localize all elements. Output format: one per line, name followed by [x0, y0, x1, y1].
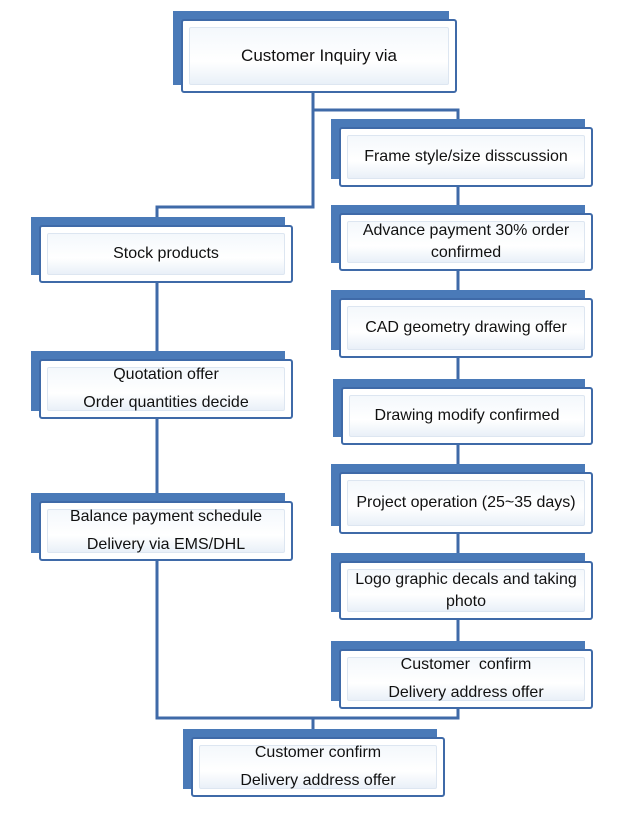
node-stock-products: Stock products [31, 217, 293, 283]
node-confirm-right-line2: Delivery address offer [388, 684, 544, 701]
node-balance-payment: Balance payment schedule Delivery via EM… [31, 493, 293, 561]
node-logo-graphic: Logo graphic decals and taking photo [331, 553, 593, 620]
node-stock-products-label: Stock products [113, 245, 219, 262]
node-advance-line1: Advance payment 30% order [362, 222, 570, 239]
node-quotation-line2: Order quantities decide [83, 394, 249, 411]
node-cad-drawing: CAD geometry drawing offer [331, 290, 593, 358]
node-project-operation: Project operation (25~35 days) [331, 464, 593, 534]
node-advance-payment: Advance payment 30% order confirmed [331, 205, 593, 271]
connector-confirm-final [313, 708, 460, 720]
node-quotation-line1: Quotation offer [113, 366, 219, 383]
node-quotation-offer: Quotation offer Order quantities decide [31, 351, 293, 419]
node-confirm-right-line1: Customer confirm [400, 656, 532, 673]
connector-balance-final [155, 558, 315, 730]
node-logo-line1: Logo graphic decals and taking [355, 570, 577, 588]
node-customer-confirm-final: Customer confirm Delivery address offer [183, 729, 445, 797]
node-project-operation-label: Project operation (25~35 days) [356, 494, 576, 511]
node-logo-line2: photo [445, 592, 487, 610]
connector-root-right [313, 108, 460, 120]
node-balance-line2: Delivery via EMS/DHL [86, 536, 246, 553]
node-drawing-modify-label: Drawing modify confirmed [374, 407, 560, 424]
connector-root-left [155, 100, 315, 218]
node-balance-line1: Balance payment schedule [69, 508, 263, 525]
node-frame-style-label: Frame style/size disscussion [364, 148, 568, 165]
node-customer-inquiry-label: Customer Inquiry via [241, 46, 397, 65]
node-customer-confirm-right: Customer confirm Delivery address offer [331, 641, 593, 709]
node-drawing-modify: Drawing modify confirmed [333, 379, 593, 445]
node-customer-inquiry: Customer Inquiry via [173, 11, 457, 93]
node-final-line1: Customer confirm [254, 744, 382, 761]
node-frame-style: Frame style/size disscussion [331, 119, 593, 187]
node-advance-line2: confirmed [430, 244, 502, 261]
node-cad-drawing-label: CAD geometry drawing offer [365, 319, 567, 336]
node-final-line2: Delivery address offer [240, 772, 396, 789]
